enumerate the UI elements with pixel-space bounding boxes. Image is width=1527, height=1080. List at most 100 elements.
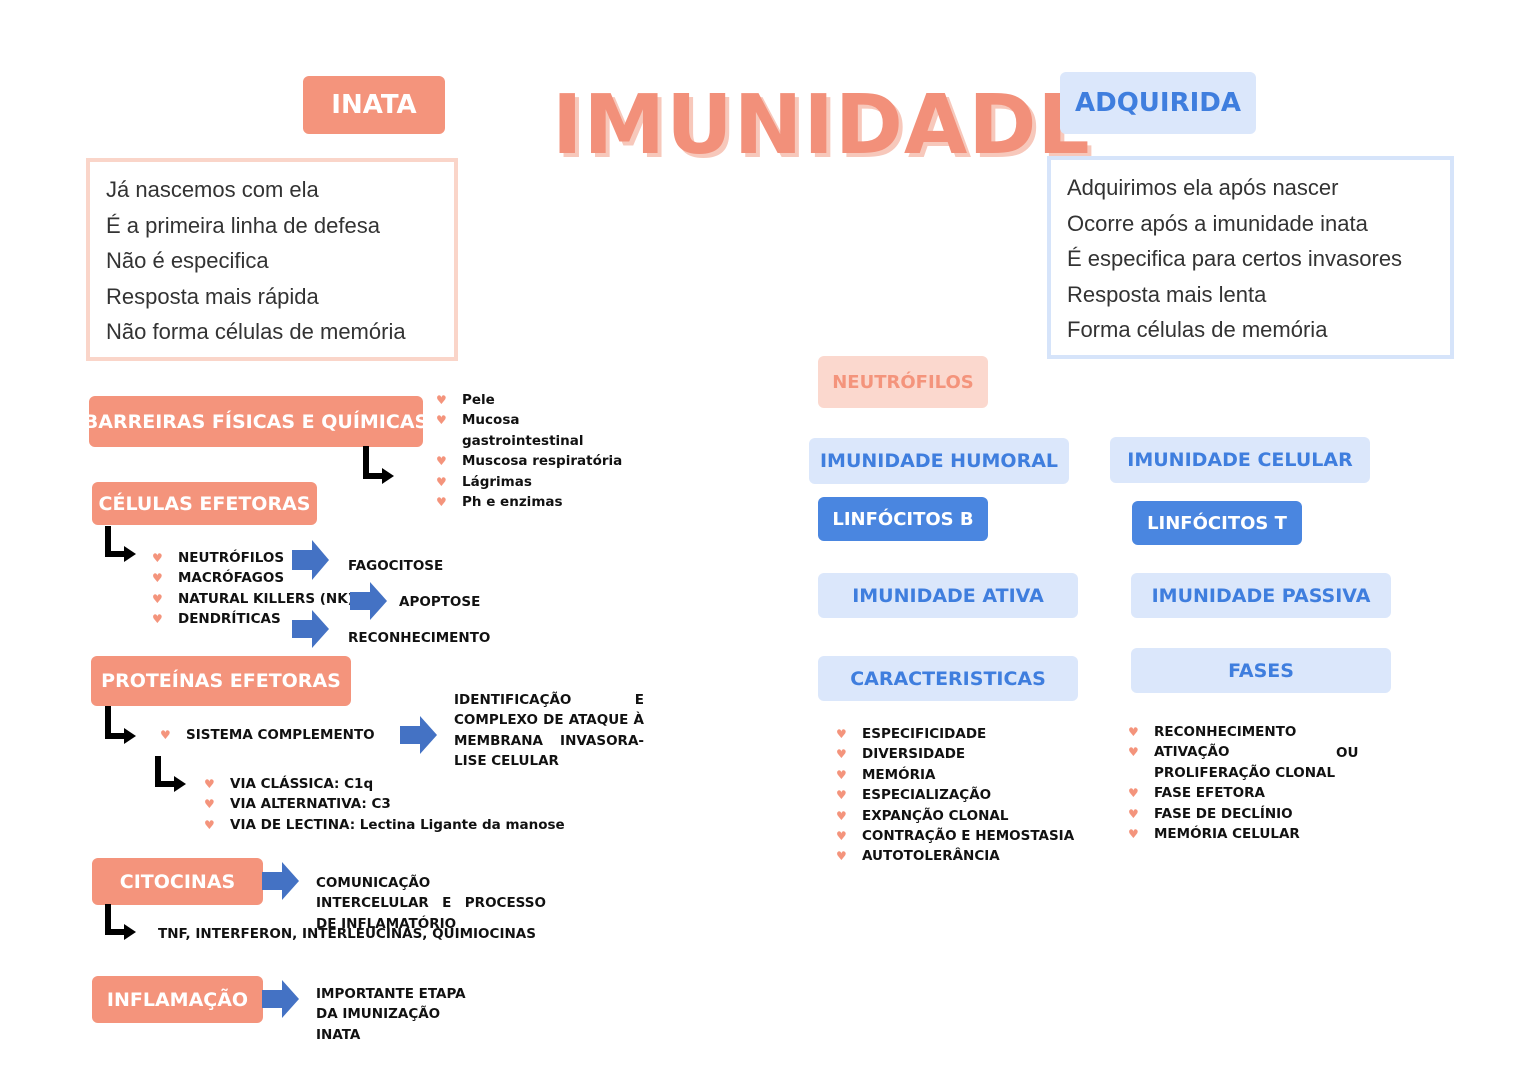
heart-bullet-icon: ♥ <box>152 551 163 565</box>
inata-item: É a primeira linha de defesa <box>106 212 380 238</box>
blue-arrow-icon <box>262 862 299 900</box>
inflamacao-label: INFLAMAÇÃO <box>92 976 263 1023</box>
linfocitos-t-label: LINFÓCITOS T <box>1132 501 1302 545</box>
heart-bullet-icon: ♥ <box>152 612 163 627</box>
elbow-arrow-icon <box>363 446 394 484</box>
list-item: ESPECIFICIDADE <box>862 726 987 742</box>
blue-arrow-icon <box>350 582 387 620</box>
adquirida-label: ADQUIRIDA <box>1060 72 1256 134</box>
imunidade-passiva-label: IMUNIDADE PASSIVA <box>1131 573 1391 618</box>
list-item: NEUTRÓFILOS <box>178 550 285 566</box>
caracteristicas-list: ♥ ESPECIFICIDADE ♥ DIVERSIDADE ♥ MEMÓRIA ♥ E… <box>836 724 1074 867</box>
list-item: MEMÓRIA <box>862 766 936 783</box>
list-item: NATURAL KILLERS (NK) <box>178 590 354 607</box>
heart-bullet-icon: ♥ <box>204 817 215 832</box>
list-item: RECONHECIMENTO <box>1154 724 1297 740</box>
heart-bullet-icon: ♥ <box>1128 745 1139 760</box>
list-item: ATIVAÇÃO <box>1154 744 1230 761</box>
adquirida-item: Ocorre após a imunidade inata <box>1067 210 1368 236</box>
heart-bullet-icon: ♥ <box>152 591 163 606</box>
heart-bullet-icon: ♥ <box>836 849 847 864</box>
fases-list: ♥ RECONHECIMENTO ♥ ATIVAÇÃO ♥ PROLIFERAÇÃO … <box>1128 722 1335 844</box>
list-item: EXPANÇÃO CLONAL <box>862 807 1009 824</box>
adquirida-box: Adquirimos ela após nascer Ocorre após a… <box>1047 156 1454 359</box>
caracteristicas-label: CARACTERISTICAS <box>818 656 1078 701</box>
imunidade-humoral-label: IMUNIDADE HUMORAL <box>809 438 1069 484</box>
heart-bullet-icon: ♥ <box>436 413 447 428</box>
list-item: DENDRÍTICAS <box>178 611 281 628</box>
blue-arrow-icon <box>262 980 299 1018</box>
barreiras-list: ♥ Pele ♥ Mucosa gastrointestinal ♥ Muscosa … <box>436 390 622 512</box>
linfocitos-b-label: LINFÓCITOS B <box>818 497 988 541</box>
heart-bullet-icon: ♥ <box>1128 827 1139 842</box>
list-item: VIA CLÁSSICA: C1q <box>230 776 374 792</box>
heart-bullet-icon: ♥ <box>160 728 171 742</box>
citocinas-examples: TNF, INTERFERON, INTERLEUCINAS, QUIMIOCI… <box>158 926 536 942</box>
apoptose-text: APOPTOSE <box>399 594 481 610</box>
heart-bullet-icon: ♥ <box>1128 725 1139 739</box>
elbow-arrow-icon <box>105 526 136 562</box>
list-item: MACRÓFAGOS <box>178 570 285 587</box>
adquirida-item: Adquirimos ela após nascer <box>1067 175 1339 200</box>
blue-arrow-icon <box>292 540 329 580</box>
heart-bullet-icon: ♥ <box>204 777 215 791</box>
neutrofilos-label: NEUTRÓFILOS <box>818 356 988 408</box>
inata-box: Já nascemos com ela É a primeira linha d… <box>86 158 458 361</box>
list-item: Pele <box>462 392 495 408</box>
list-item: SISTEMA COMPLEMENTO <box>186 727 375 743</box>
adquirida-item: Resposta mais lenta <box>1067 281 1267 307</box>
list-item: DIVERSIDADE <box>862 746 966 763</box>
heart-bullet-icon: ♥ <box>204 797 215 812</box>
celulas-label: CÉLULAS EFETORAS <box>92 482 317 525</box>
proteinas-label: PROTEÍNAS EFETORAS <box>91 656 351 706</box>
celulas-list: ♥ NEUTRÓFILOS ♥ MACRÓFAGOS ♥ NATURAL KILLER… <box>152 548 354 630</box>
complemento-result: IDENTIFICAÇÃO E COMPLEXO DE ATAQUE À MEM… <box>454 692 644 770</box>
blue-arrow-icon <box>400 716 437 754</box>
elbow-arrow-icon <box>155 756 186 792</box>
imunidade-celular-label: IMUNIDADE CELULAR <box>1110 437 1370 483</box>
inata-label: INATA <box>303 76 445 134</box>
vias-list: ♥VIA CLÁSSICA: C1q ♥VIA ALTERNATIVA: C3 … <box>204 774 565 835</box>
list-item: CONTRAÇÃO E HEMOSTASIA <box>862 828 1075 845</box>
heart-bullet-icon: ♥ <box>436 454 447 469</box>
heart-bullet-icon: ♥ <box>836 747 847 762</box>
heart-bullet-icon: ♥ <box>152 571 163 586</box>
heart-bullet-icon: ♥ <box>1128 786 1139 801</box>
fases-label: FASES <box>1131 648 1391 693</box>
inata-item: Já nascemos com ela <box>106 177 319 202</box>
adquirida-item: É especifica para certos invasores <box>1067 246 1403 271</box>
inata-item: Não é especifica <box>106 248 269 273</box>
list-item: VIA ALTERNATIVA: C3 <box>230 796 391 813</box>
list-item: MEMÓRIA CELULAR <box>1154 826 1300 843</box>
list-item: Muscosa respiratória <box>462 453 623 470</box>
sistema-complemento-item: ♥ SISTEMA COMPLEMENTO <box>160 725 375 745</box>
heart-bullet-icon: ♥ <box>436 393 447 407</box>
list-item: FASE EFETORA <box>1154 785 1265 802</box>
list-item: Ph e enzimas <box>462 494 563 511</box>
elbow-arrow-icon <box>105 904 136 940</box>
list-item: ESPECIALIZAÇÃO <box>862 787 992 804</box>
heart-bullet-icon: ♥ <box>836 767 847 782</box>
elbow-arrow-icon <box>105 706 136 744</box>
barreiras-label: BARREIRAS FÍSICAS E QUÍMICAS <box>84 396 428 447</box>
list-item: Mucosa gastrointestinal <box>462 412 584 449</box>
fagocitose-text: FAGOCITOSE <box>348 558 444 574</box>
page-title: IMUNIDADE <box>552 78 1095 173</box>
heart-bullet-icon: ♥ <box>1128 806 1139 821</box>
list-item: Lágrimas <box>462 473 532 490</box>
list-item: PROLIFERAÇÃO CLONAL <box>1154 764 1336 781</box>
adquirida-item: Forma células de memória <box>1067 317 1328 342</box>
reconhecimento-text: RECONHECIMENTO <box>348 630 491 646</box>
inflamacao-result: IMPORTANTE ETAPA DA IMUNIZAÇÃO INATA <box>316 986 466 1043</box>
inata-item: Resposta mais rápida <box>106 283 319 309</box>
citocinas-label: CITOCINAS <box>92 858 263 905</box>
blue-arrow-icon <box>292 610 329 648</box>
ou-text: OU <box>1336 745 1359 761</box>
heart-bullet-icon: ♥ <box>836 808 847 823</box>
citocinas-result: COMUNICAÇÃO INTERCELULAR E PROCESSO DE I… <box>316 875 546 932</box>
heart-bullet-icon: ♥ <box>436 474 447 489</box>
list-item: VIA DE LECTINA: Lectina Ligante da manos… <box>230 816 565 833</box>
inata-item: Não forma células de memória <box>106 319 406 344</box>
list-item: FASE DE DECLÍNIO <box>1154 805 1293 822</box>
heart-bullet-icon: ♥ <box>836 727 847 741</box>
